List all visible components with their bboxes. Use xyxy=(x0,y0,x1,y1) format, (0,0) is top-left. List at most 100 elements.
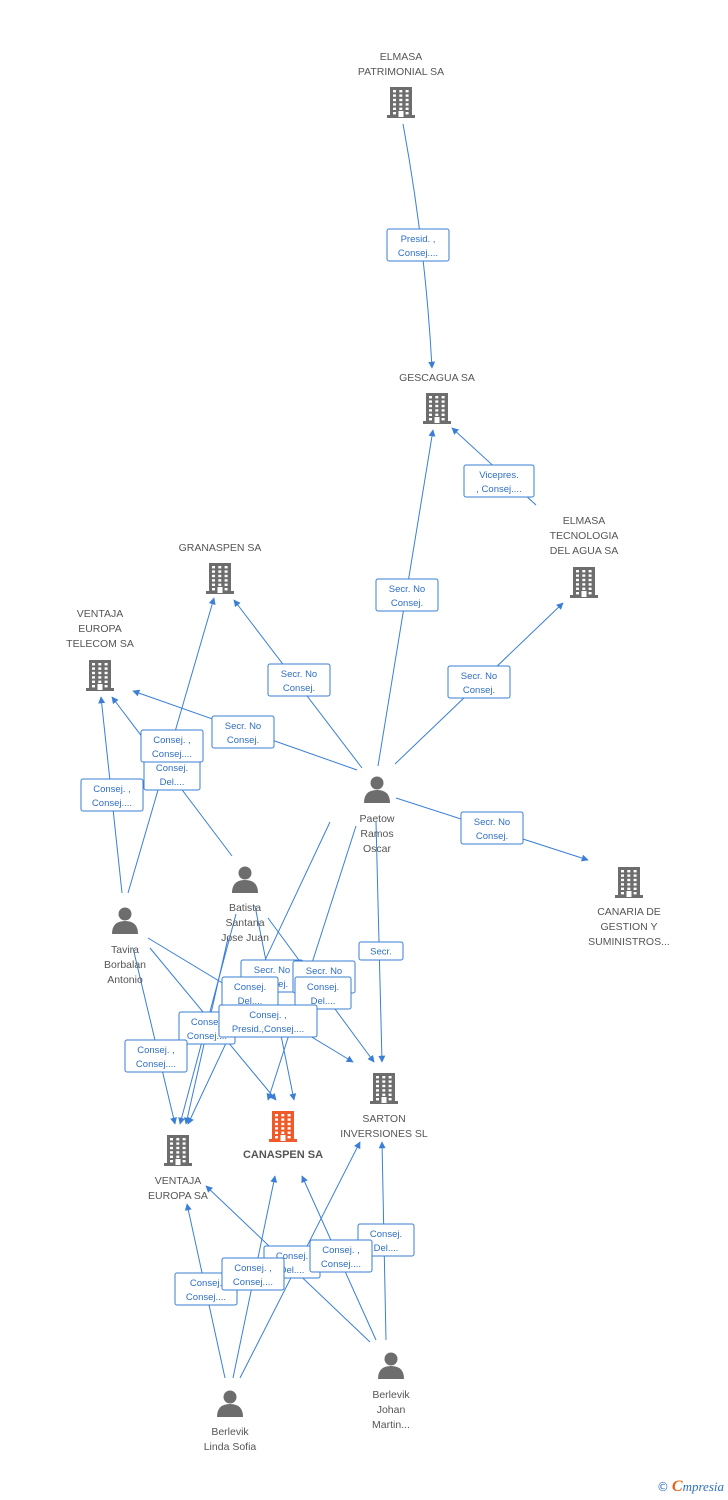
node-label-line: ELMASA xyxy=(563,515,606,527)
relation-label-23[interactable]: Consej. ,Consej.... xyxy=(221,1257,285,1291)
relation-label-9[interactable]: Consej. ,Consej.... xyxy=(140,729,204,763)
node-ventaja-telecom[interactable]: VENTAJA EUROPA TELECOM SA xyxy=(66,608,134,691)
relation-text-line: Consej. xyxy=(370,1229,402,1240)
node-label-line: TECNOLOGIA xyxy=(550,530,619,542)
relation-box xyxy=(309,1239,373,1273)
building-icon xyxy=(370,1073,398,1104)
relation-box xyxy=(140,729,204,763)
node-elmasa-patrimonial[interactable]: ELMASA PATRIMONIAL SA xyxy=(358,51,444,118)
building-icon xyxy=(570,567,598,598)
relation-text-line: Consej. xyxy=(283,683,315,694)
person-icon xyxy=(232,866,258,893)
relation-text-line: Del.... xyxy=(238,996,263,1007)
node-ventaja-europa[interactable]: VENTAJA EUROPA SA xyxy=(148,1135,208,1202)
relation-label-10[interactable]: Consej. , Consej.... xyxy=(80,778,144,812)
relation-label-1[interactable]: Presid. , Consej.... xyxy=(386,228,450,262)
node-label-line: SUMINISTROS... xyxy=(588,936,670,948)
relation-label-5[interactable]: Secr. No Consej. xyxy=(447,665,511,699)
node-gescagua[interactable]: GESCAGUA SA xyxy=(399,372,475,424)
building-icon xyxy=(423,393,451,424)
person-icon xyxy=(364,776,390,803)
node-label-line: VENTAJA xyxy=(155,1175,201,1187)
node-label-line: PATRIMONIAL SA xyxy=(358,66,444,78)
relation-box xyxy=(358,941,404,961)
relation-label-18[interactable]: Consej. , Consej.... xyxy=(124,1039,188,1073)
node-label-line: VENTAJA xyxy=(77,608,123,620)
relation-text-line: Consej. xyxy=(276,1251,308,1262)
relation-text-line: Consej. xyxy=(191,1017,223,1028)
person-icon xyxy=(112,907,138,934)
building-icon xyxy=(269,1111,297,1142)
relation-text-line: Secr. No xyxy=(461,671,497,682)
node-label-line: Antonio xyxy=(107,974,143,986)
node-canaspen[interactable]: CANASPEN SA xyxy=(243,1111,323,1161)
node-label-line: CANASPEN SA xyxy=(243,1149,323,1161)
node-label-line: Tavira xyxy=(111,944,139,956)
relation-text-line: Presid. , xyxy=(401,234,436,245)
relation-box xyxy=(267,663,331,697)
relation-label-14[interactable]: Consej. Del.... xyxy=(294,976,352,1010)
relation-text-line: Consej.... xyxy=(186,1292,226,1303)
relation-text-line: Consej.... xyxy=(398,248,438,259)
relation-text-line: Secr. xyxy=(370,947,392,958)
relation-text-line: Consej. , xyxy=(137,1045,175,1056)
empresia-watermark[interactable]: ©Cmpresia xyxy=(657,1478,724,1496)
nodes-layer: ELMASA PATRIMONIAL SA GESCAGUA SA ELMASA TEC… xyxy=(66,51,670,1453)
relation-label-17[interactable]: Consej. ,Presid.,Consej.... xyxy=(218,1004,318,1038)
building-icon xyxy=(86,660,114,691)
relation-box xyxy=(124,1039,188,1073)
node-label-line: EUROPA xyxy=(78,623,122,635)
building-icon xyxy=(206,563,234,594)
brand-initial: C xyxy=(671,1478,683,1495)
relation-text-line: Consej. xyxy=(463,685,495,696)
relation-text-line: Del.... xyxy=(374,1243,399,1254)
node-label-line: Berlevik xyxy=(372,1389,410,1401)
relation-box xyxy=(80,778,144,812)
relation-text-line: Consej.... xyxy=(187,1031,227,1042)
node-label-line: Santana xyxy=(225,917,264,929)
relation-text-line: Consej. , xyxy=(93,784,131,795)
relation-label-15[interactable]: Consej.Del.... xyxy=(221,976,279,1010)
relation-text-line: Consej. xyxy=(190,1278,222,1289)
node-label-line: CANARIA DE xyxy=(597,906,661,918)
node-label-line: Oscar xyxy=(363,843,392,855)
building-icon xyxy=(615,867,643,898)
relation-text-line: Consej. , xyxy=(322,1245,360,1256)
relation-box xyxy=(218,1004,318,1038)
relation-text-line: Consej. , xyxy=(234,1263,272,1274)
relation-label-2[interactable]: Vicepres., Consej.... xyxy=(463,464,535,498)
node-label-line: Martin... xyxy=(372,1419,410,1431)
node-berlevik-johan[interactable]: BerlevikJohanMartin... xyxy=(372,1352,410,1432)
relation-label-8[interactable]: Consej.Del.... xyxy=(143,757,201,791)
relation-box xyxy=(463,464,535,498)
node-label-line: Batista xyxy=(229,902,261,914)
node-label-line: TELECOM SA xyxy=(66,638,134,650)
relation-label-11[interactable]: Secr. xyxy=(358,941,404,961)
node-label-line: EUROPA SA xyxy=(148,1190,208,1202)
relation-text-line: Secr. No xyxy=(474,817,510,828)
relation-box xyxy=(375,578,439,612)
relation-text-line: Del.... xyxy=(280,1265,305,1276)
node-label-line: ELMASA xyxy=(380,51,423,63)
relation-label-21[interactable]: Consej. ,Consej.... xyxy=(309,1239,373,1273)
relation-text-line: Del.... xyxy=(311,996,336,1007)
node-granaspen[interactable]: GRANASPEN SA xyxy=(179,542,262,594)
relation-text-line: Consej.... xyxy=(136,1059,176,1070)
relation-box xyxy=(386,228,450,262)
node-label-line: Jose Juan xyxy=(221,932,269,944)
relation-box xyxy=(211,715,275,749)
relation-text-line: Consej. xyxy=(307,982,339,993)
relation-text-line: Consej.... xyxy=(92,798,132,809)
